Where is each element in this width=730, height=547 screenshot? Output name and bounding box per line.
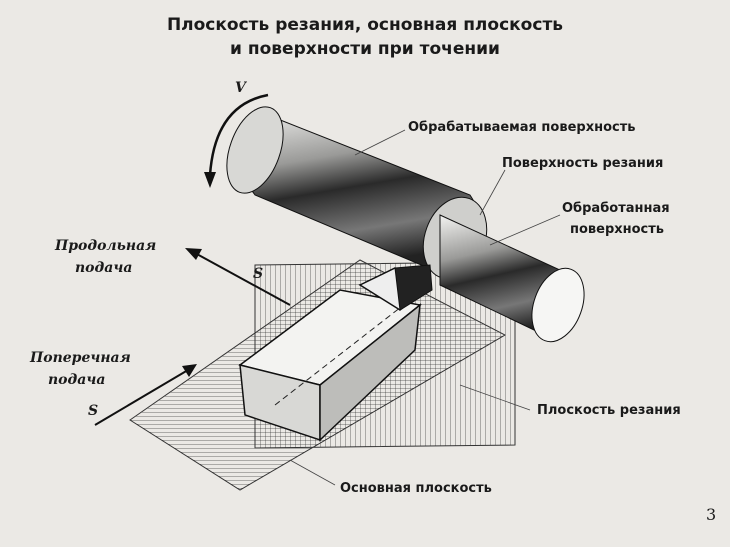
cross-feed-label-2: подача [48,372,105,388]
cutting-plane-label: Плоскость резания [537,403,681,418]
title-line-2: и поверхности при точении [230,39,500,59]
title-line-1: Плоскость резания, основная плоскость [167,15,563,35]
cutting-surface-label: Поверхность резания [502,156,663,171]
longitudinal-s-label: S [253,266,263,282]
rotation-arrow [208,93,269,176]
workpiece-end-face [226,106,284,194]
base-plane-label: Основная плоскость [340,481,492,496]
rotation-arrowhead-icon [204,172,216,188]
longitudinal-feed-arrow [194,252,291,306]
frame-number: 3 [706,505,716,524]
machined-surface-label-2: поверхность [570,222,664,237]
cross-feed-label-1: Поперечная [29,350,131,366]
work-surface-label: Обрабатываемая поверхность [408,120,635,135]
cutting-tool [238,264,433,442]
longitudinal-feed-label-2: подача [75,260,132,276]
machined-surface-label-1: Обработанная [562,201,670,216]
cross-arrowhead-icon [182,364,197,377]
machined-end-face [531,267,585,343]
longitudinal-arrowhead-icon [185,248,202,260]
longitudinal-feed-label-1: Продольная [54,238,156,254]
rotation-v-label: V [235,80,248,96]
cross-s-label: S [88,403,98,419]
cross-feed-arrow [94,369,189,426]
